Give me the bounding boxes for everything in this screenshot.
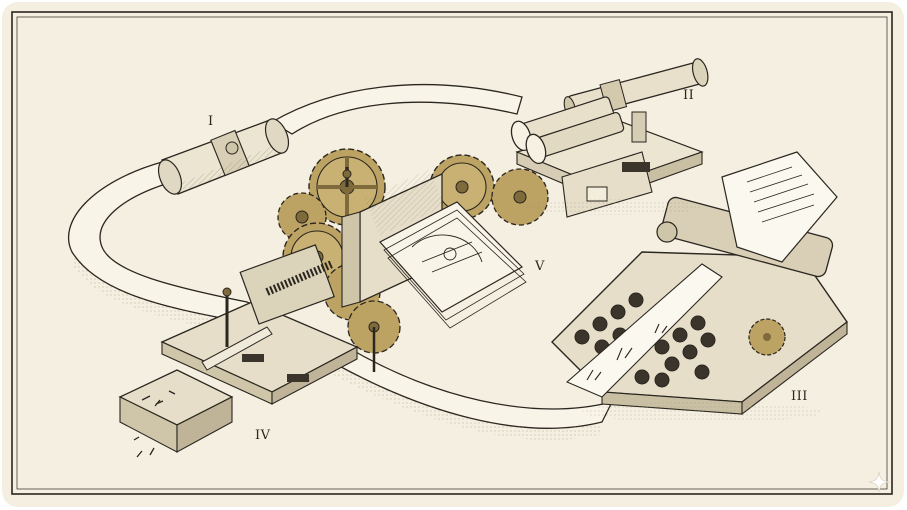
outer-frame xyxy=(11,11,893,495)
shadow xyxy=(522,199,702,215)
gear xyxy=(748,318,786,356)
stage-label-4: IV xyxy=(255,428,271,443)
scrap-tray xyxy=(118,369,234,458)
typewriter-keys xyxy=(574,292,716,388)
tube-reader xyxy=(157,118,290,195)
shadow xyxy=(582,402,822,422)
paper-strip xyxy=(67,83,614,441)
page-stack xyxy=(379,201,527,329)
stage-label-1: I xyxy=(208,114,214,129)
gear xyxy=(491,168,549,226)
cutter-station xyxy=(160,244,359,405)
stage-label-3: III xyxy=(791,389,808,404)
stage-label-5: V xyxy=(535,259,545,274)
gear xyxy=(429,154,495,220)
sparkle-icon xyxy=(868,471,890,493)
telescope-station xyxy=(510,58,709,218)
inner-frame xyxy=(16,16,888,490)
stage-label-2: II xyxy=(683,88,695,103)
